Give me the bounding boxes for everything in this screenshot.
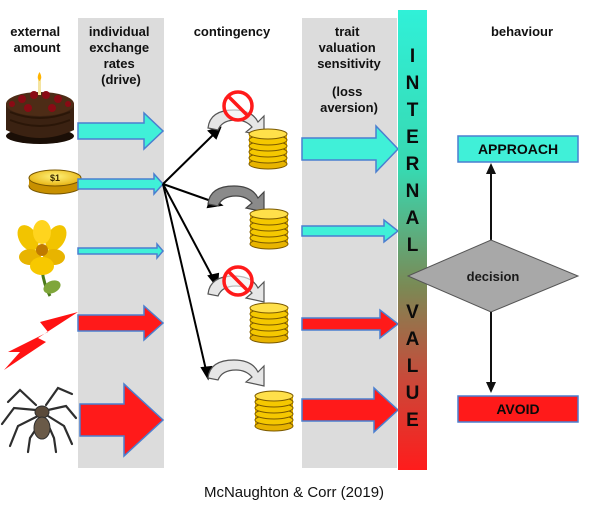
exchange-rates-band [78, 18, 164, 468]
header-exchange-rates: individual exchange rates (drive) [89, 24, 153, 87]
svg-text:N: N [406, 181, 420, 202]
trait-arrow-approach-small [301, 218, 400, 244]
header-loss-aversion: (loss aversion) [320, 84, 378, 115]
svg-text:V: V [406, 302, 419, 323]
svg-text:E: E [406, 127, 419, 148]
cake-exchange-arrow [77, 111, 165, 151]
contingency-arrow-4 [207, 359, 265, 387]
flower-exchange-arrow [77, 241, 164, 261]
approach-box [457, 135, 579, 163]
flower-icon [17, 220, 67, 297]
svg-text:E: E [406, 410, 419, 431]
decision-diamond [406, 239, 580, 313]
svg-text:L: L [407, 356, 419, 377]
no-entry-icon [222, 90, 254, 122]
lightning-icon [4, 312, 78, 370]
no-entry-icon [222, 265, 254, 297]
header-contingency: contingency [194, 24, 271, 39]
contingency-fan [162, 126, 224, 381]
citation-caption: McNaughton & Corr (2019) [204, 484, 384, 501]
cake-icon [6, 72, 74, 144]
svg-text:$1: $1 [50, 173, 60, 183]
svg-text:R: R [406, 154, 420, 175]
lightning-exchange-arrow [77, 304, 165, 342]
svg-text:A: A [406, 329, 420, 350]
spider-icon [0, 386, 78, 454]
svg-text:U: U [406, 383, 420, 404]
coin-exchange-arrow [77, 172, 165, 196]
coin-stack-icon [249, 302, 289, 344]
svg-text:T: T [407, 100, 419, 121]
approach-label: APPROACH [478, 141, 558, 157]
trait-sensitivity-band [302, 18, 397, 468]
internal-value-label: I N T E R N A L V A L U E [406, 46, 420, 431]
avoid-label: AVOID [496, 401, 539, 417]
header-external-amount: external amount [10, 24, 64, 55]
svg-text:L: L [407, 235, 419, 256]
svg-text:I: I [410, 46, 415, 67]
svg-text:N: N [406, 73, 420, 94]
contingency-arrow-2 [207, 185, 265, 213]
trait-arrow-avoid-small [301, 308, 400, 340]
dollar-coin-icon: $1 [28, 169, 82, 195]
internal-value-bar [398, 10, 427, 470]
coin-stack-icon [249, 208, 289, 250]
decision-up-arrow [486, 163, 496, 240]
svg-text:A: A [406, 208, 420, 229]
decision-down-arrow [486, 312, 496, 393]
coin-stack-icon [248, 128, 288, 170]
header-behaviour: behaviour [491, 24, 553, 39]
decision-label: decision [467, 269, 520, 284]
avoid-box [457, 395, 579, 423]
trait-arrow-approach-large [301, 124, 400, 174]
spider-exchange-arrow [79, 382, 165, 458]
coin-stack-icon [254, 390, 294, 432]
trait-arrow-avoid-large [301, 386, 400, 434]
header-trait-sensitivity: trait valuation sensitivity [317, 24, 381, 71]
